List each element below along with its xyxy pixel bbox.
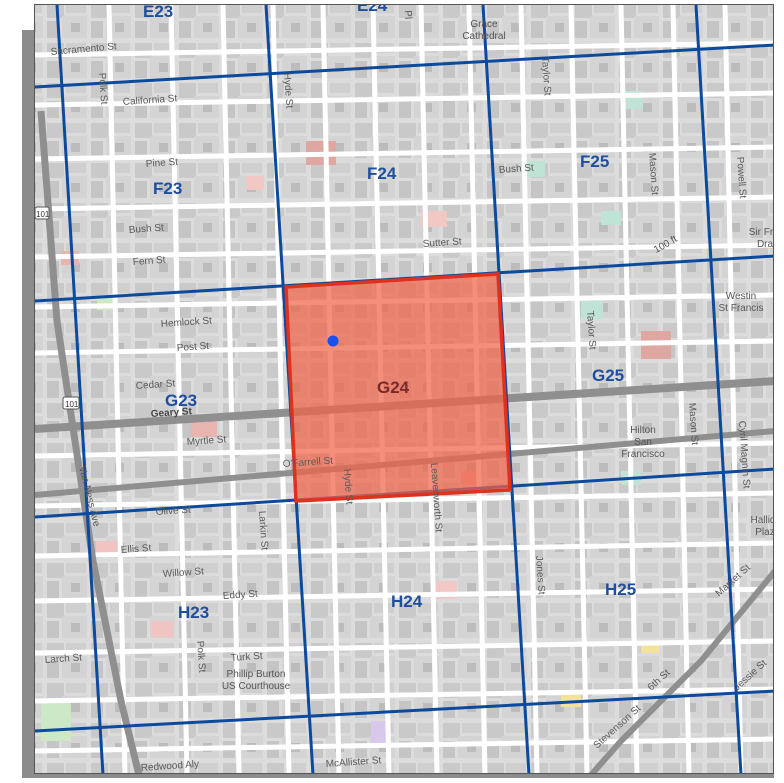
landmark-westin: Westin (726, 291, 756, 302)
street-label: Fern St (132, 255, 166, 268)
street-label: Post St (176, 341, 209, 354)
svg-text:101: 101 (36, 210, 50, 219)
street-label: Pine St (145, 157, 178, 170)
street-label: Bush St (128, 223, 164, 236)
landmark-sirf: Dra (757, 239, 774, 250)
street-label: Polk St (194, 640, 207, 673)
landmark-partial: Pl (402, 10, 414, 20)
location-marker[interactable] (327, 335, 339, 347)
street-label: Mason St (646, 152, 660, 195)
street-label: Olive St (155, 505, 191, 518)
landmark-hilton: Francisco (621, 449, 665, 460)
street-label: Hyde St (341, 468, 354, 504)
highway-shield: 101 101 (35, 206, 80, 410)
selected-grid-cell[interactable] (284, 272, 512, 503)
landmark-westin: St Francis (718, 303, 763, 314)
street-label: Larch St (44, 652, 82, 666)
landmark-grace: Cathedral (462, 31, 505, 42)
grid-label-f23: F23 (153, 179, 182, 198)
landmark-grace: Grace (470, 19, 498, 30)
street-label: Hemlock St (160, 315, 212, 330)
landmark-sirf: Sir Fr (749, 227, 774, 238)
grid-label-g25: G25 (592, 366, 624, 385)
street-label: Willow St (162, 566, 204, 580)
landmark-hallidie: Plaz (755, 527, 774, 538)
landmark-burton: Phillip Burton (227, 669, 286, 680)
landmark-hilton: Hilton (630, 425, 656, 436)
street-label: California St (122, 93, 177, 108)
street-label: Eddy St (222, 589, 258, 602)
grid-label-h23: H23 (178, 603, 209, 622)
street-label: Myrtle St (186, 434, 226, 448)
landmark-hallidie: Hallid (750, 515, 774, 526)
grid-labels: E23 E24 F23 F24 F25 G23 G24 G25 H23 H24 … (143, 5, 636, 622)
street-label: Ellis St (120, 543, 151, 556)
grid-label-h24: H24 (391, 592, 423, 611)
street-label: Cedar St (135, 378, 175, 392)
street-label: Taylor St (584, 310, 598, 350)
street-label: Leavenworth St (428, 462, 444, 532)
street-label: Redwood Aly (140, 759, 199, 774)
street-label: Jones St (533, 555, 547, 595)
street-label: Hyde St (281, 72, 294, 108)
grid-label-e23: E23 (143, 5, 173, 21)
grid-label-f25: F25 (580, 152, 609, 171)
landmark-hilton: San (634, 437, 652, 448)
landmark-burton: US Courthouse (222, 681, 291, 692)
grid-label-e24: E24 (357, 5, 388, 15)
street-label: Polk St (96, 72, 109, 105)
street-label: Larkin St (256, 510, 270, 550)
street-label: McAllister St (325, 755, 381, 770)
street-label: Cyril Magnin St (736, 420, 752, 489)
street-label: Powell St (734, 156, 748, 199)
street-label: Turk St (230, 651, 263, 664)
grid-label-g24: G24 (377, 378, 410, 397)
map-frame[interactable]: E23 E24 F23 F24 F25 G23 G24 G25 H23 H24 … (34, 4, 774, 774)
map-canvas[interactable]: E23 E24 F23 F24 F25 G23 G24 G25 H23 H24 … (35, 5, 774, 774)
street-label: O'Farrell St (282, 455, 333, 469)
street-label: Taylor St (539, 56, 553, 96)
street-label: Mason St (686, 402, 700, 445)
grid-label-h25: H25 (605, 580, 636, 599)
grid-label-f24: F24 (367, 164, 397, 183)
landmark-labels: Grace Cathedral Westin St Francis Hilton… (222, 10, 774, 692)
street-label: Sutter St (422, 236, 462, 250)
street-label: Bush St (498, 163, 534, 176)
svg-text:101: 101 (65, 400, 79, 409)
grid-label-g23: G23 (165, 391, 197, 410)
minor-streets (35, 5, 773, 773)
street-label: Geary St (150, 406, 192, 420)
